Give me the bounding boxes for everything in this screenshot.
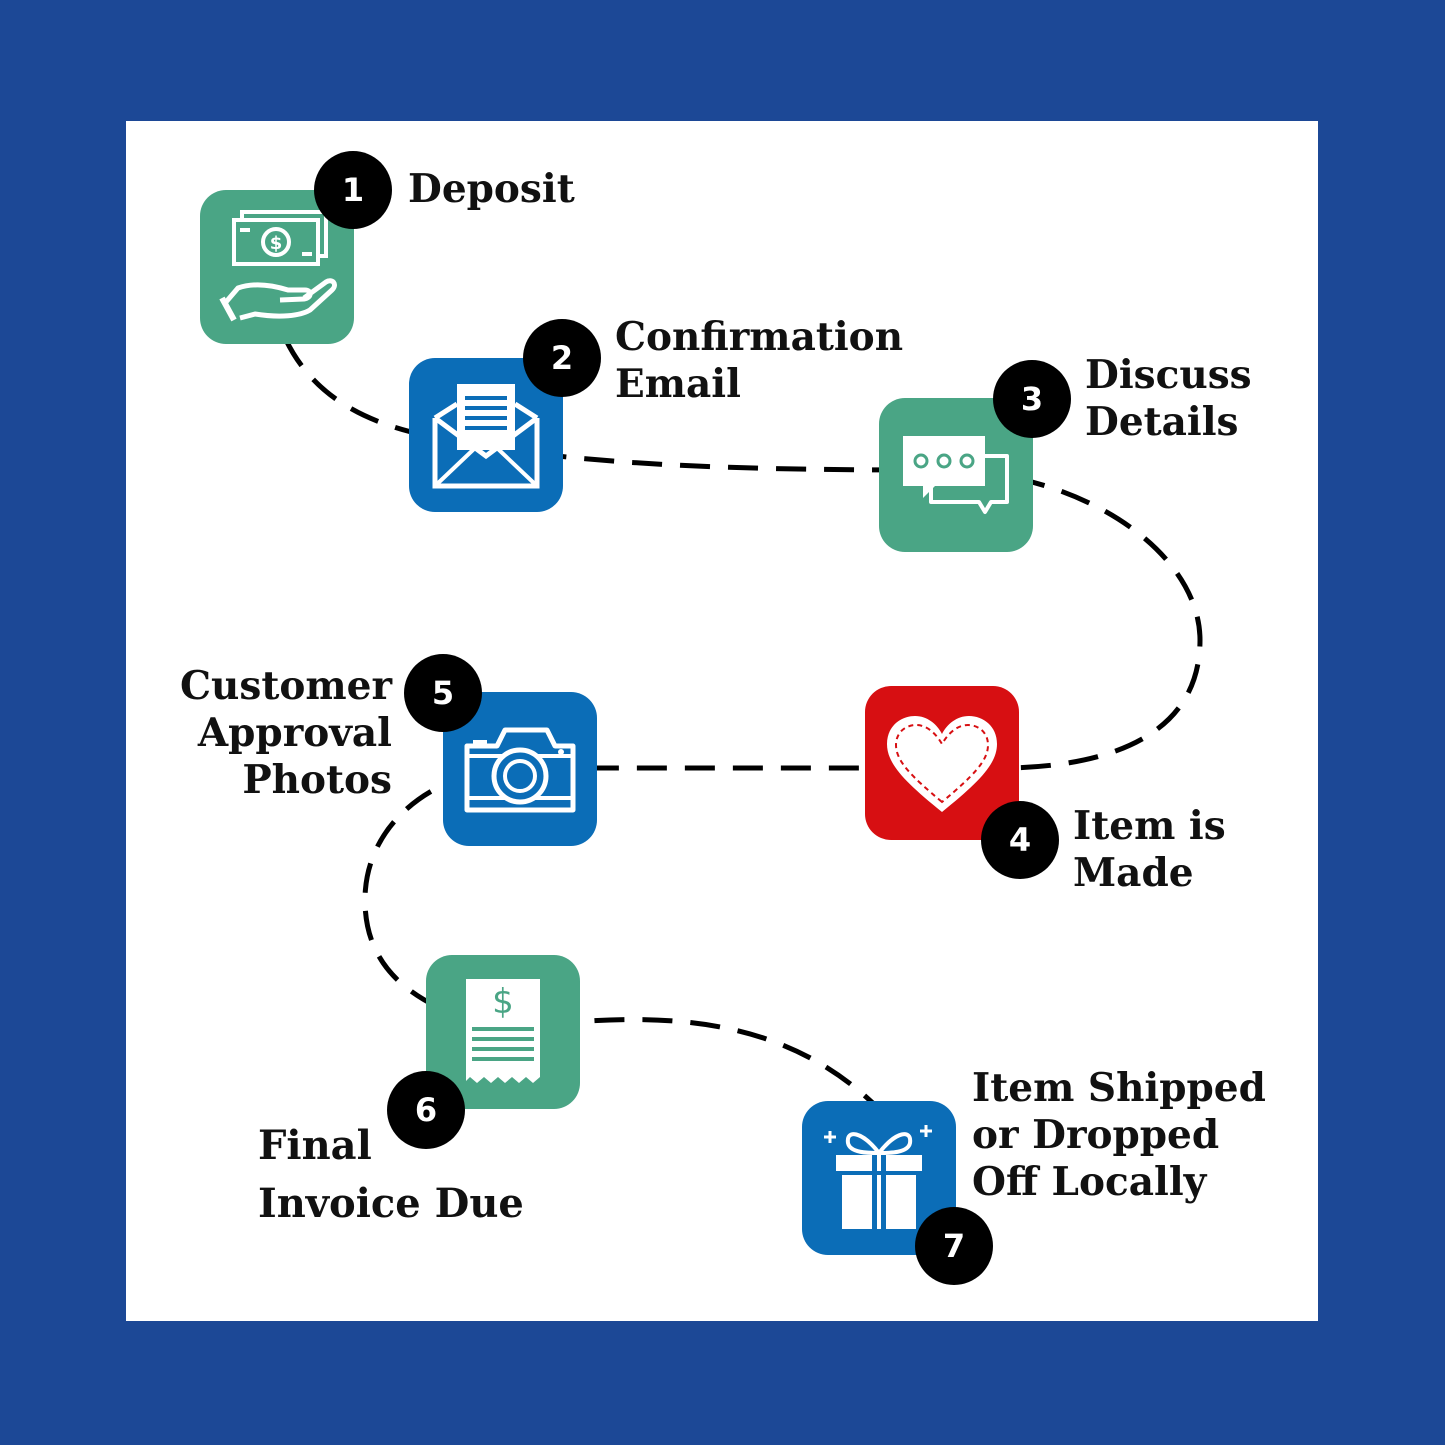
step-4-label: Item is Made: [1073, 803, 1226, 896]
step-3-badge: 3: [993, 360, 1071, 438]
step-1-label: Deposit: [408, 166, 575, 212]
gift-icon: [824, 1125, 932, 1229]
step-1-tile: $: [200, 190, 354, 344]
step-7-label: Item Shipped or Dropped Off Locally: [972, 1065, 1266, 1205]
money-hand-icon: $: [219, 210, 337, 322]
step-2-label: Confirmation Email: [615, 314, 904, 407]
step-5-tile: [443, 692, 597, 846]
step-5-badge: 5: [404, 654, 482, 732]
step-6-label: Final Invoice Due: [258, 1122, 524, 1227]
step-4-badge: 4: [981, 801, 1059, 879]
svg-text:$: $: [270, 233, 283, 254]
step-3-label: Discuss Details: [1085, 352, 1252, 445]
step-1-badge: 1: [314, 151, 392, 229]
svg-text:$: $: [492, 982, 514, 1022]
chat-bubbles-icon: [903, 436, 1009, 514]
step-2-badge: 2: [523, 319, 601, 397]
step-6-badge: 6: [387, 1071, 465, 1149]
step-5-label: Customer Approval Photos: [179, 663, 392, 803]
step-3-tile: [879, 398, 1033, 552]
heart-icon: [887, 716, 997, 812]
step-7-badge: 7: [915, 1207, 993, 1285]
envelope-icon: [432, 384, 540, 489]
camera-icon: [464, 727, 576, 813]
receipt-icon: $: [466, 979, 540, 1083]
